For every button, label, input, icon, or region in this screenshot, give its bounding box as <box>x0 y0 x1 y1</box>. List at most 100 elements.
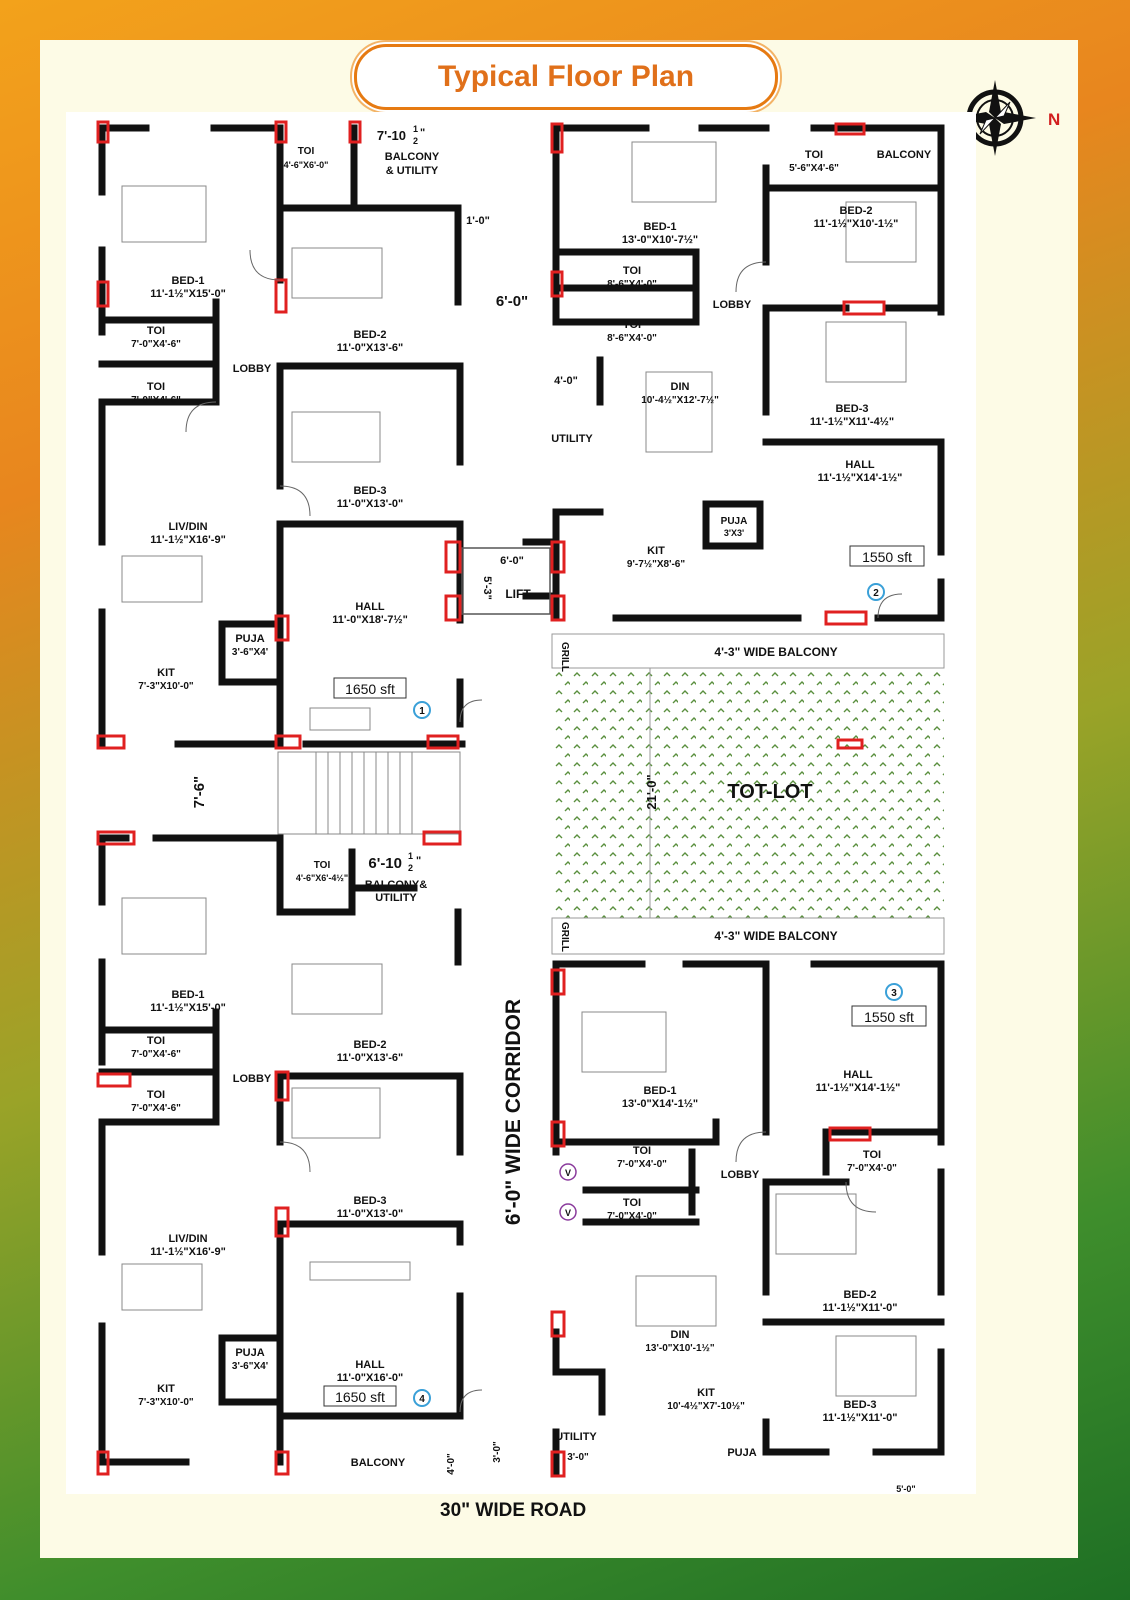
flat3-v1: V <box>565 1168 571 1178</box>
svg-text:11'-1½"X10'-1½": 11'-1½"X10'-1½" <box>814 218 899 230</box>
flat1-hall: HALL <box>355 601 385 613</box>
svg-text:11'-1½"X15'-0": 11'-1½"X15'-0" <box>150 288 226 300</box>
flat4-number: 4 <box>419 1394 425 1405</box>
svg-text:& UTILITY: & UTILITY <box>386 165 439 177</box>
flat3-din: DIN <box>671 1329 690 1341</box>
svg-text:9'-7½"X8'-6": 9'-7½"X8'-6" <box>627 559 685 570</box>
svg-text:11'-0"X13'-0": 11'-0"X13'-0" <box>337 498 403 510</box>
svg-text:11'-0"X13'-6": 11'-0"X13'-6" <box>337 342 403 354</box>
svg-text:7'-0"X4'-6": 7'-0"X4'-6" <box>131 339 181 350</box>
svg-text:7'-0"X4'-0": 7'-0"X4'-0" <box>847 1163 897 1174</box>
svg-text:10'-4½"X7'-10½": 10'-4½"X7'-10½" <box>667 1401 745 1412</box>
flat3-toi-b: TOI <box>863 1149 881 1161</box>
flat1-bed1: BED-1 <box>171 275 204 287</box>
road-label: 30" WIDE ROAD <box>440 1500 587 1521</box>
flat1-dim-top: 7'-10 <box>377 128 406 143</box>
dim-7-6: 7'-6" <box>191 776 208 808</box>
svg-text:10'-4½"X12'-7½": 10'-4½"X12'-7½" <box>641 395 719 406</box>
flat1-balcony: BALCONY <box>385 151 440 163</box>
totlot-label: TOT-LOT <box>727 781 812 803</box>
flat1-lobby: LOBBY <box>233 363 272 375</box>
grill-top: GRILL <box>559 642 570 672</box>
svg-text:3'-6"X4': 3'-6"X4' <box>232 647 268 658</box>
flat1-bed3: BED-3 <box>353 485 386 497</box>
flat2-hall: HALL <box>845 459 875 471</box>
flat3-hall: HALL <box>843 1069 873 1081</box>
svg-text:5'-0": 5'-0" <box>896 1484 915 1494</box>
flat3-kit: KIT <box>697 1387 715 1399</box>
flat1-toi-a: TOI <box>298 146 315 157</box>
flat2-number: 2 <box>873 588 879 599</box>
svg-text:4'-0": 4'-0" <box>446 1453 457 1475</box>
north-label: N <box>1048 110 1060 129</box>
flat1-kit: KIT <box>157 667 175 679</box>
flat3-utility: UTILITY <box>555 1431 597 1443</box>
windows <box>96 120 886 1478</box>
svg-text:13'-0"X10'-1½": 13'-0"X10'-1½" <box>645 1343 715 1354</box>
svg-text:3'-0": 3'-0" <box>492 1441 503 1463</box>
svg-text:11'-1½"X15'-0": 11'-1½"X15'-0" <box>150 1002 226 1014</box>
flat3-toi-c: TOI <box>623 1197 641 1209</box>
page-title: Typical Floor Plan <box>354 44 778 110</box>
flat4-bed3: BED-3 <box>353 1195 386 1207</box>
svg-text:": " <box>416 855 421 867</box>
svg-text:7'-0"X4'-6": 7'-0"X4'-6" <box>131 395 181 406</box>
svg-text:1: 1 <box>413 124 418 134</box>
flat4-balcony-bottom: BALCONY <box>351 1457 406 1469</box>
svg-text:3'-6"X4': 3'-6"X4' <box>232 1361 268 1372</box>
svg-text:5'-3": 5'-3" <box>481 576 493 600</box>
svg-text:11'-0"X16'-0": 11'-0"X16'-0" <box>337 1372 403 1384</box>
flat1-livdin: LIV/DIN <box>168 521 207 533</box>
flat4-lobby: LOBBY <box>233 1073 272 1085</box>
svg-text:13'-0"X14'-1½": 13'-0"X14'-1½" <box>622 1098 698 1110</box>
flat2-toi-c: TOI <box>623 319 641 331</box>
svg-text:11'-1½"X11'-0": 11'-1½"X11'-0" <box>823 1302 898 1314</box>
flat-4: TOI 4'-6"X6'-4½" 6'-10 1 2 " BALCONY& UT… <box>131 851 503 1475</box>
flat3-number: 3 <box>891 988 897 999</box>
svg-text:7'-0"X4'-0": 7'-0"X4'-0" <box>607 1211 657 1222</box>
svg-text:UTILITY: UTILITY <box>375 892 417 904</box>
flat4-puja: PUJA <box>235 1347 264 1359</box>
svg-text:8'-6"X4'-0": 8'-6"X4'-0" <box>607 333 657 344</box>
flat4-balcony: BALCONY& <box>365 879 427 891</box>
flat3-lobby: LOBBY <box>721 1169 760 1181</box>
svg-text:3'X3': 3'X3' <box>724 528 744 538</box>
flat4-dim-top: 6'-10 <box>368 855 402 872</box>
svg-text:11'-1½"X16'-9": 11'-1½"X16'-9" <box>150 534 226 546</box>
svg-text:11'-1½"X11'-4½": 11'-1½"X11'-4½" <box>810 416 894 428</box>
lift-label: LIFT <box>505 587 531 601</box>
svg-text:7'-0"X4'-0": 7'-0"X4'-0" <box>617 1159 667 1170</box>
svg-text:7'-3"X10'-0": 7'-3"X10'-0" <box>138 681 194 692</box>
flat-3: 1550 sft 3 HALL 11'-1½"X14'-1½" BED-1 13… <box>555 983 927 1494</box>
floor-plan: 6'-0" WIDE CORRIDOR TOI 4'-6"X6'-0" 7'-1… <box>66 112 976 1494</box>
flat4-bed2: BED-2 <box>353 1039 386 1051</box>
svg-text:": " <box>420 127 425 139</box>
flat1-toi-b: TOI <box>147 325 165 337</box>
svg-text:11'-1½"X14'-1½": 11'-1½"X14'-1½" <box>818 472 903 484</box>
balcony-wide-top: 4'-3" WIDE BALCONY <box>714 645 837 659</box>
walls <box>98 124 945 1476</box>
flat3-v2: V <box>565 1208 571 1218</box>
flat4-toi-c: TOI <box>147 1089 165 1101</box>
svg-text:2: 2 <box>408 863 413 873</box>
flat3-bed1: BED-1 <box>643 1085 676 1097</box>
flat2-bed1: BED-1 <box>643 221 676 233</box>
flat2-toi-b: TOI <box>623 265 641 277</box>
svg-text:7'-0"X4'-6": 7'-0"X4'-6" <box>131 1049 181 1060</box>
flat3-puja: PUJA <box>727 1447 756 1459</box>
svg-text:11'-0"X13'-6": 11'-0"X13'-6" <box>337 1052 403 1064</box>
flat1-bed2: BED-2 <box>353 329 386 341</box>
flat4-livdin: LIV/DIN <box>168 1233 207 1245</box>
flat4-bed1: BED-1 <box>171 989 204 1001</box>
svg-text:11'-0"X18'-7½": 11'-0"X18'-7½" <box>332 614 408 626</box>
flat1-puja: PUJA <box>235 633 264 645</box>
flat3-bed2: BED-2 <box>843 1289 876 1301</box>
svg-text:11'-0"X13'-0": 11'-0"X13'-0" <box>337 1208 403 1220</box>
flat2-lobby: LOBBY <box>713 299 752 311</box>
svg-text:11'-1½"X14'-1½": 11'-1½"X14'-1½" <box>816 1082 901 1094</box>
svg-text:6'-0": 6'-0" <box>500 555 524 567</box>
flat2-bed3: BED-3 <box>835 403 868 415</box>
svg-text:7'-0"X4'-6": 7'-0"X4'-6" <box>131 1103 181 1114</box>
flat2-toi-a: TOI <box>805 149 823 161</box>
corridor-label: 6'-0" WIDE CORRIDOR <box>502 999 525 1225</box>
